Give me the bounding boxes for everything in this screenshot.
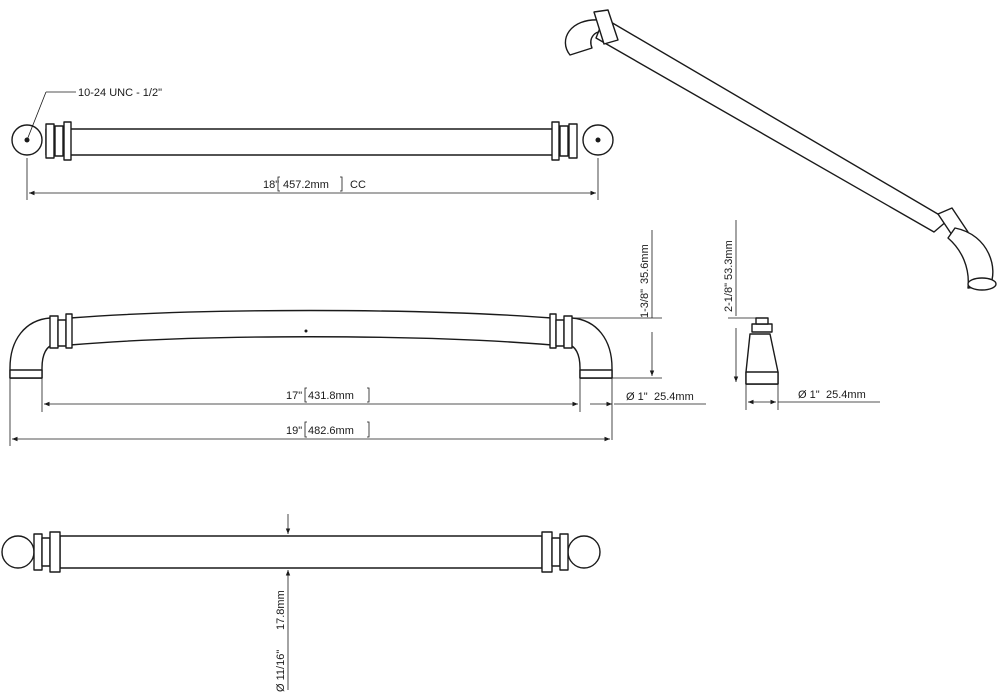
projection-in: 1-3/8" bbox=[639, 289, 651, 318]
bottom-view: Ø 11/16" 17.8mm bbox=[1, 514, 601, 692]
thread-note: 10-24 UNC - 1/2" bbox=[78, 87, 162, 99]
bottom-left-knob bbox=[1, 535, 35, 569]
front-view: 1-3/8" 35.6mm Ø 1" 25.4mm 17" 431.8mm 19… bbox=[9, 230, 706, 446]
perspective-bar bbox=[595, 17, 949, 233]
side-dia-mm: 25.4mm bbox=[826, 389, 866, 401]
overall-dim-mm: 482.6mm bbox=[308, 425, 354, 437]
inner-dim-mm: 431.8mm bbox=[308, 390, 354, 402]
top-view: 10-24 UNC - 1/2" 18" 457.2mm CC bbox=[11, 87, 614, 200]
perspective-view bbox=[564, 9, 997, 291]
bar-dia-mm: 17.8mm bbox=[275, 590, 287, 630]
cc-suffix: CC bbox=[350, 179, 366, 191]
cc-dimension-mm: 457.2mm bbox=[283, 179, 329, 191]
right-screw-hole bbox=[595, 137, 601, 143]
side-height-in: 2-1/8" bbox=[723, 283, 735, 312]
projection-mm: 35.6mm bbox=[639, 244, 651, 284]
front-left-post bbox=[9, 317, 57, 379]
inner-dim-in: 17" bbox=[286, 390, 302, 402]
foot-dia-mm: 25.4mm bbox=[654, 391, 694, 403]
front-right-post bbox=[565, 317, 613, 379]
front-view-bar bbox=[69, 309, 553, 346]
bottom-view-bar bbox=[59, 535, 543, 569]
bar-dia-in: Ø 11/16" bbox=[275, 650, 287, 692]
side-height-mm: 53.3mm bbox=[723, 240, 735, 280]
cc-dimension-in: 18" bbox=[263, 179, 279, 191]
top-view-bar bbox=[45, 128, 559, 156]
side-dia-in: Ø 1" bbox=[798, 389, 820, 401]
bottom-right-knob bbox=[567, 535, 601, 569]
foot-dia-in: Ø 1" bbox=[626, 391, 648, 403]
side-view: 2-1/8" 53.3mm Ø 1" 25.4mm bbox=[723, 220, 880, 410]
overall-dim-in: 19" bbox=[286, 425, 302, 437]
